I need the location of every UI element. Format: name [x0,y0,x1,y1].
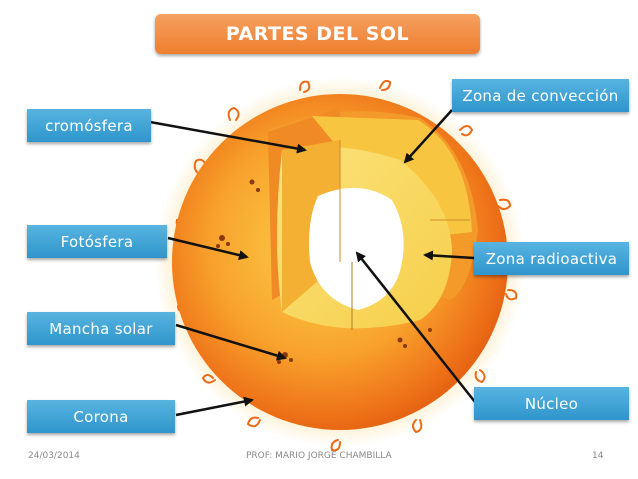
arrow-zona-radioactiva [423,250,475,261]
footer-author: PROF: MARIO JORGE CHAMBILLA [246,451,392,461]
pointer-arrows [149,109,476,417]
arrow-cromosfera [149,120,307,154]
arrow-mancha-solar [175,323,287,361]
arrow-corona [175,396,254,417]
label-zona-radioactiva: Zona radioactiva [474,242,629,275]
arrow-zona-conveccion [403,109,453,164]
label-nucleo: Núcleo [474,387,629,420]
label-zona-conveccion: Zona de convección [452,79,629,112]
label-cromosfera: cromósfera [27,109,151,142]
label-corona: Corona [27,400,175,433]
footer-page-number: 14 [592,451,604,461]
label-mancha-solar: Mancha solar [27,312,175,345]
core [309,187,404,310]
page-title: PARTES DEL SOL [155,14,480,54]
arrow-nucleo [355,251,476,403]
label-fotosfera: Fotósfera [27,225,167,258]
footer-date: 24/03/2014 [28,451,80,461]
arrow-fotosfera [167,236,249,260]
